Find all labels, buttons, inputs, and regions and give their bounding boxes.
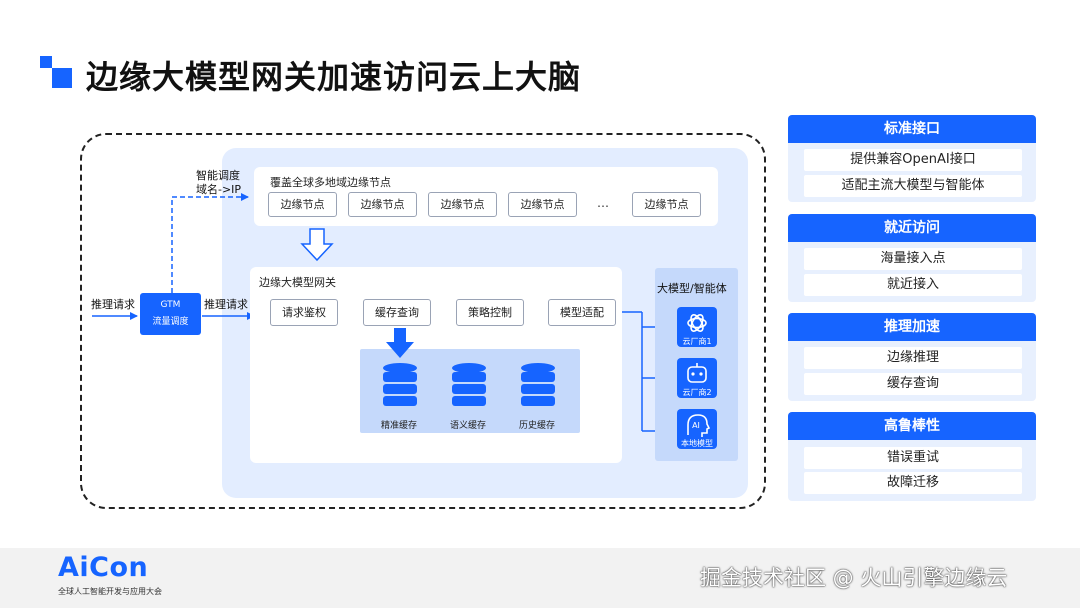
database-icon (521, 363, 555, 406)
feature-item: 缓存查询 (804, 373, 1022, 395)
model-label-local: 本地模型 (681, 439, 713, 448)
watermark: 掘金技术社区 @ 火山引擎边缘云 (700, 566, 1008, 590)
edge-node: 边缘节点 (428, 192, 497, 217)
gateway-title: 边缘大模型网关 (259, 276, 336, 289)
cache-down-arrow-icon (386, 328, 414, 358)
feature-item: 边缘推理 (804, 347, 1022, 369)
openai-icon (677, 307, 717, 347)
dispatch-label: 智能调度 (196, 169, 240, 182)
cache-label-exact: 精准缓存 (381, 421, 418, 431)
inference-request-label: 推理请求 (91, 298, 135, 311)
feature-title: 高鲁棒性 (788, 412, 1036, 440)
step-model-adapt: 模型适配 (548, 299, 616, 326)
model-label-cloud2: 云厂商2 (682, 388, 712, 397)
feature-item: 提供兼容OpenAI接口 (804, 149, 1022, 171)
edge-node: 边缘节点 (632, 192, 701, 217)
step-policy: 策略控制 (456, 299, 524, 326)
cache-label-semantic: 语义缓存 (450, 421, 487, 431)
feature-title: 标准接口 (788, 115, 1036, 143)
cache-icons (383, 328, 555, 406)
title-mark-icon (40, 56, 74, 90)
inference-request-out-label: 推理请求 (204, 298, 248, 311)
edge-node: 边缘节点 (508, 192, 577, 217)
feature-title: 推理加速 (788, 313, 1036, 341)
page-title: 边缘大模型网关加速访问云上大脑 (86, 58, 582, 96)
gtm-sublabel: 流量调度 (152, 317, 189, 327)
database-icon (383, 363, 417, 406)
edge-nodes-title: 覆盖全球多地域边缘节点 (270, 176, 391, 189)
edge-node: 边缘节点 (268, 192, 337, 217)
aicon-logo: AiCon (58, 552, 149, 583)
database-icon (452, 363, 486, 406)
feature-item: 故障迁移 (804, 472, 1022, 494)
feature-item: 适配主流大模型与智能体 (804, 175, 1022, 197)
cache-label-history: 历史缓存 (519, 421, 556, 431)
footer-bar (0, 548, 1080, 608)
models-title: 大模型/智能体 (657, 282, 727, 295)
feature-title: 就近访问 (788, 214, 1036, 242)
aicon-subtitle: 全球人工智能开发与应用大会 (58, 587, 162, 596)
step-auth: 请求鉴权 (270, 299, 338, 326)
robot-icon (677, 358, 717, 398)
edge-node: 边缘节点 (348, 192, 417, 217)
edge-node-ellipsis: … (597, 196, 609, 210)
svg-text:AI: AI (692, 421, 700, 430)
step-cache-query: 缓存查询 (363, 299, 431, 326)
dispatch-sublabel: 域名->IP (196, 183, 242, 196)
feature-item: 错误重试 (804, 447, 1022, 469)
feature-item: 海量接入点 (804, 248, 1022, 270)
ai-head-icon: AI (677, 409, 717, 449)
feature-item: 就近接入 (804, 274, 1022, 296)
gtm-box (140, 293, 201, 335)
diagram-boundary (80, 133, 766, 509)
gtm-label: GTM (160, 300, 181, 310)
model-label-cloud1: 云厂商1 (682, 337, 712, 346)
